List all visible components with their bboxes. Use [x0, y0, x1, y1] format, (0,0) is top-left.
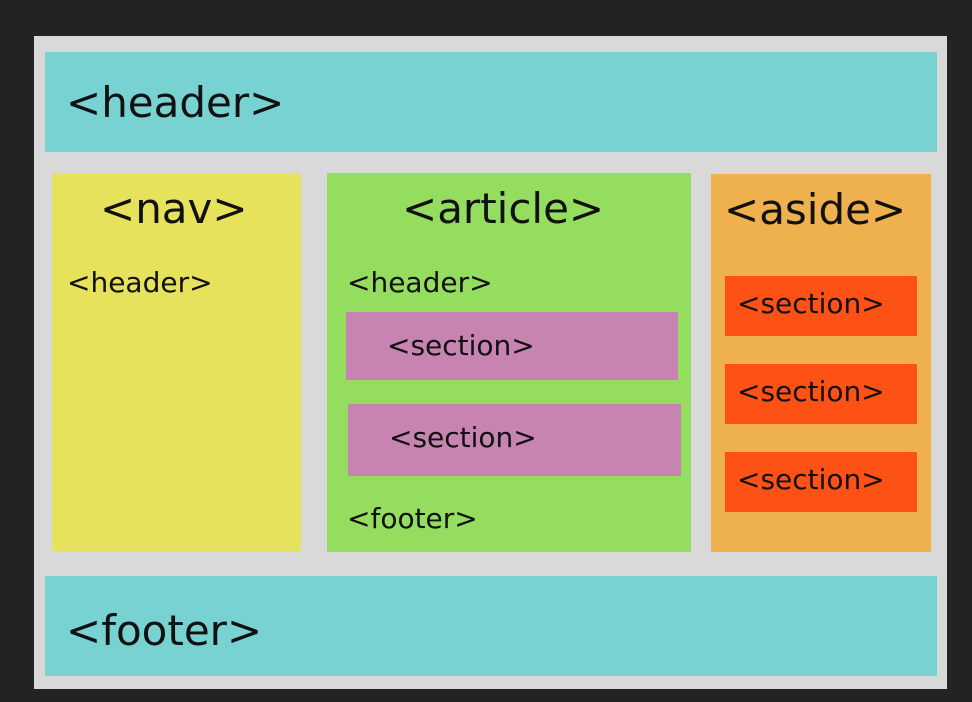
article-title: <article>	[402, 184, 605, 233]
layout-diagram: <header> <nav> <header> <article> <heade…	[34, 36, 947, 689]
page-footer-block: <footer>	[45, 576, 937, 676]
aside-title: <aside>	[724, 185, 907, 234]
article-section-label: <section>	[387, 329, 535, 362]
aside-section-block: <section>	[725, 452, 917, 512]
aside-section-label: <section>	[737, 375, 885, 408]
nav-header-label: <header>	[67, 266, 213, 299]
aside-block: <aside> <section> <section> <section>	[711, 174, 931, 552]
aside-section-label: <section>	[737, 287, 885, 320]
article-section-block: <section>	[346, 312, 678, 380]
page-header-label: <header>	[66, 78, 285, 127]
page-footer-label: <footer>	[66, 606, 263, 655]
aside-section-block: <section>	[725, 276, 917, 336]
article-header-label: <header>	[347, 266, 493, 299]
article-section-block: <section>	[348, 404, 681, 476]
aside-section-label: <section>	[737, 463, 885, 496]
aside-section-block: <section>	[725, 364, 917, 424]
article-section-label: <section>	[389, 421, 537, 454]
article-block: <article> <header> <section> <section> <…	[327, 173, 691, 552]
nav-block: <nav> <header>	[52, 173, 301, 551]
nav-title: <nav>	[100, 184, 248, 233]
article-footer-label: <footer>	[347, 502, 478, 535]
page-header-block: <header>	[45, 52, 937, 152]
